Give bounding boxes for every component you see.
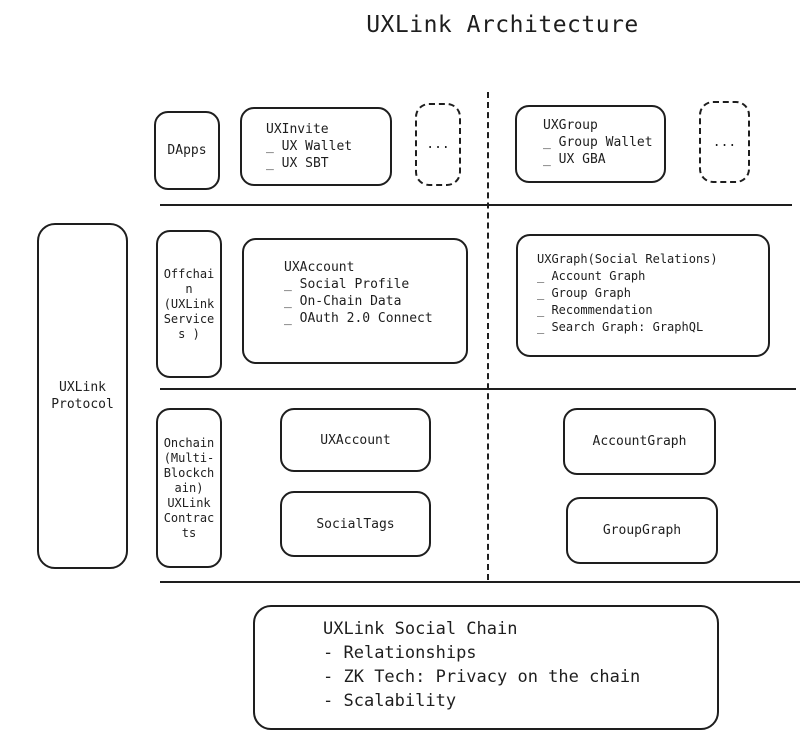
uxaccount-contract-label: UXAccount — [320, 432, 391, 448]
dapps-label: DApps — [167, 143, 207, 158]
uxgraph-box: UXGraph(Social Relations) Account Graph … — [516, 234, 770, 357]
groupgraph-label: GroupGraph — [602, 523, 682, 538]
onchain-box: Onchain (Multi-Blockchain) UXLink Contra… — [156, 408, 222, 568]
uxaccount-service-item: OAuth 2.0 Connect — [284, 310, 433, 327]
social-chain-item: ZK Tech: Privacy on the chain — [323, 665, 640, 689]
offchain-label: Offchain (UXLink Services ) — [163, 266, 215, 341]
diagram-title: UXLink Architecture — [366, 12, 639, 38]
more-dapps-right-label: ... — [712, 134, 737, 150]
divider-offchain-onchain — [160, 388, 796, 390]
vertical-dashed-separator — [487, 92, 489, 580]
uxaccount-service-list: UXAccount Social Profile On-Chain Data O… — [284, 259, 433, 327]
uxlink-protocol-label: UXLink Protocol — [51, 380, 114, 412]
uxgroup-list: UXGroup Group Wallet UX GBA — [543, 117, 653, 168]
accountgraph-label: AccountGraph — [592, 434, 687, 449]
social-chain-title: UXLink Social Chain — [323, 619, 518, 639]
uxgroup-box: UXGroup Group Wallet UX GBA — [515, 105, 666, 183]
uxgraph-list: UXGraph(Social Relations) Account Graph … — [537, 251, 718, 336]
groupgraph-box: GroupGraph — [566, 497, 718, 564]
uxlink-protocol-box: UXLink Protocol — [37, 223, 128, 569]
uxaccount-service-box: UXAccount Social Profile On-Chain Data O… — [242, 238, 468, 364]
uxgraph-item: Search Graph: GraphQL — [537, 319, 718, 336]
social-chain-item: Scalability — [323, 689, 640, 713]
more-dapps-left-label: ... — [426, 137, 450, 152]
uxgroup-item: Group Wallet — [543, 134, 653, 151]
uxgraph-item: Recommendation — [537, 302, 718, 319]
uxaccount-service-item: On-Chain Data — [284, 293, 433, 310]
social-chain-item: Relationships — [323, 641, 640, 665]
uxinvite-title: UXInvite — [266, 122, 329, 137]
uxgroup-title: UXGroup — [543, 118, 598, 133]
more-dapps-left-box: ... — [415, 103, 461, 186]
uxgraph-item: Group Graph — [537, 285, 718, 302]
social-chain-box: UXLink Social Chain Relationships ZK Tec… — [253, 605, 719, 730]
socialtags-label: SocialTags — [316, 516, 395, 532]
onchain-label: Onchain (Multi-Blockchain) UXLink Contra… — [163, 435, 215, 540]
accountgraph-box: AccountGraph — [563, 408, 716, 475]
social-chain-list: UXLink Social Chain Relationships ZK Tec… — [323, 617, 640, 713]
uxgraph-item: Account Graph — [537, 268, 718, 285]
uxinvite-item: UX SBT — [266, 155, 352, 172]
uxinvite-item: UX Wallet — [266, 138, 352, 155]
uxgraph-title: UXGraph(Social Relations) — [537, 252, 718, 266]
socialtags-box: SocialTags — [280, 491, 431, 557]
uxinvite-box: UXInvite UX Wallet UX SBT — [240, 107, 392, 186]
divider-dapps-offchain — [160, 204, 792, 206]
uxaccount-contract-box: UXAccount — [280, 408, 431, 472]
uxaccount-service-title: UXAccount — [284, 260, 355, 275]
uxaccount-service-item: Social Profile — [284, 276, 433, 293]
dapps-box: DApps — [154, 111, 220, 190]
uxinvite-list: UXInvite UX Wallet UX SBT — [266, 121, 352, 172]
more-dapps-right-box: ... — [699, 101, 750, 183]
uxgroup-item: UX GBA — [543, 151, 653, 168]
offchain-box: Offchain (UXLink Services ) — [156, 230, 222, 378]
divider-onchain-socialchain — [160, 581, 800, 583]
